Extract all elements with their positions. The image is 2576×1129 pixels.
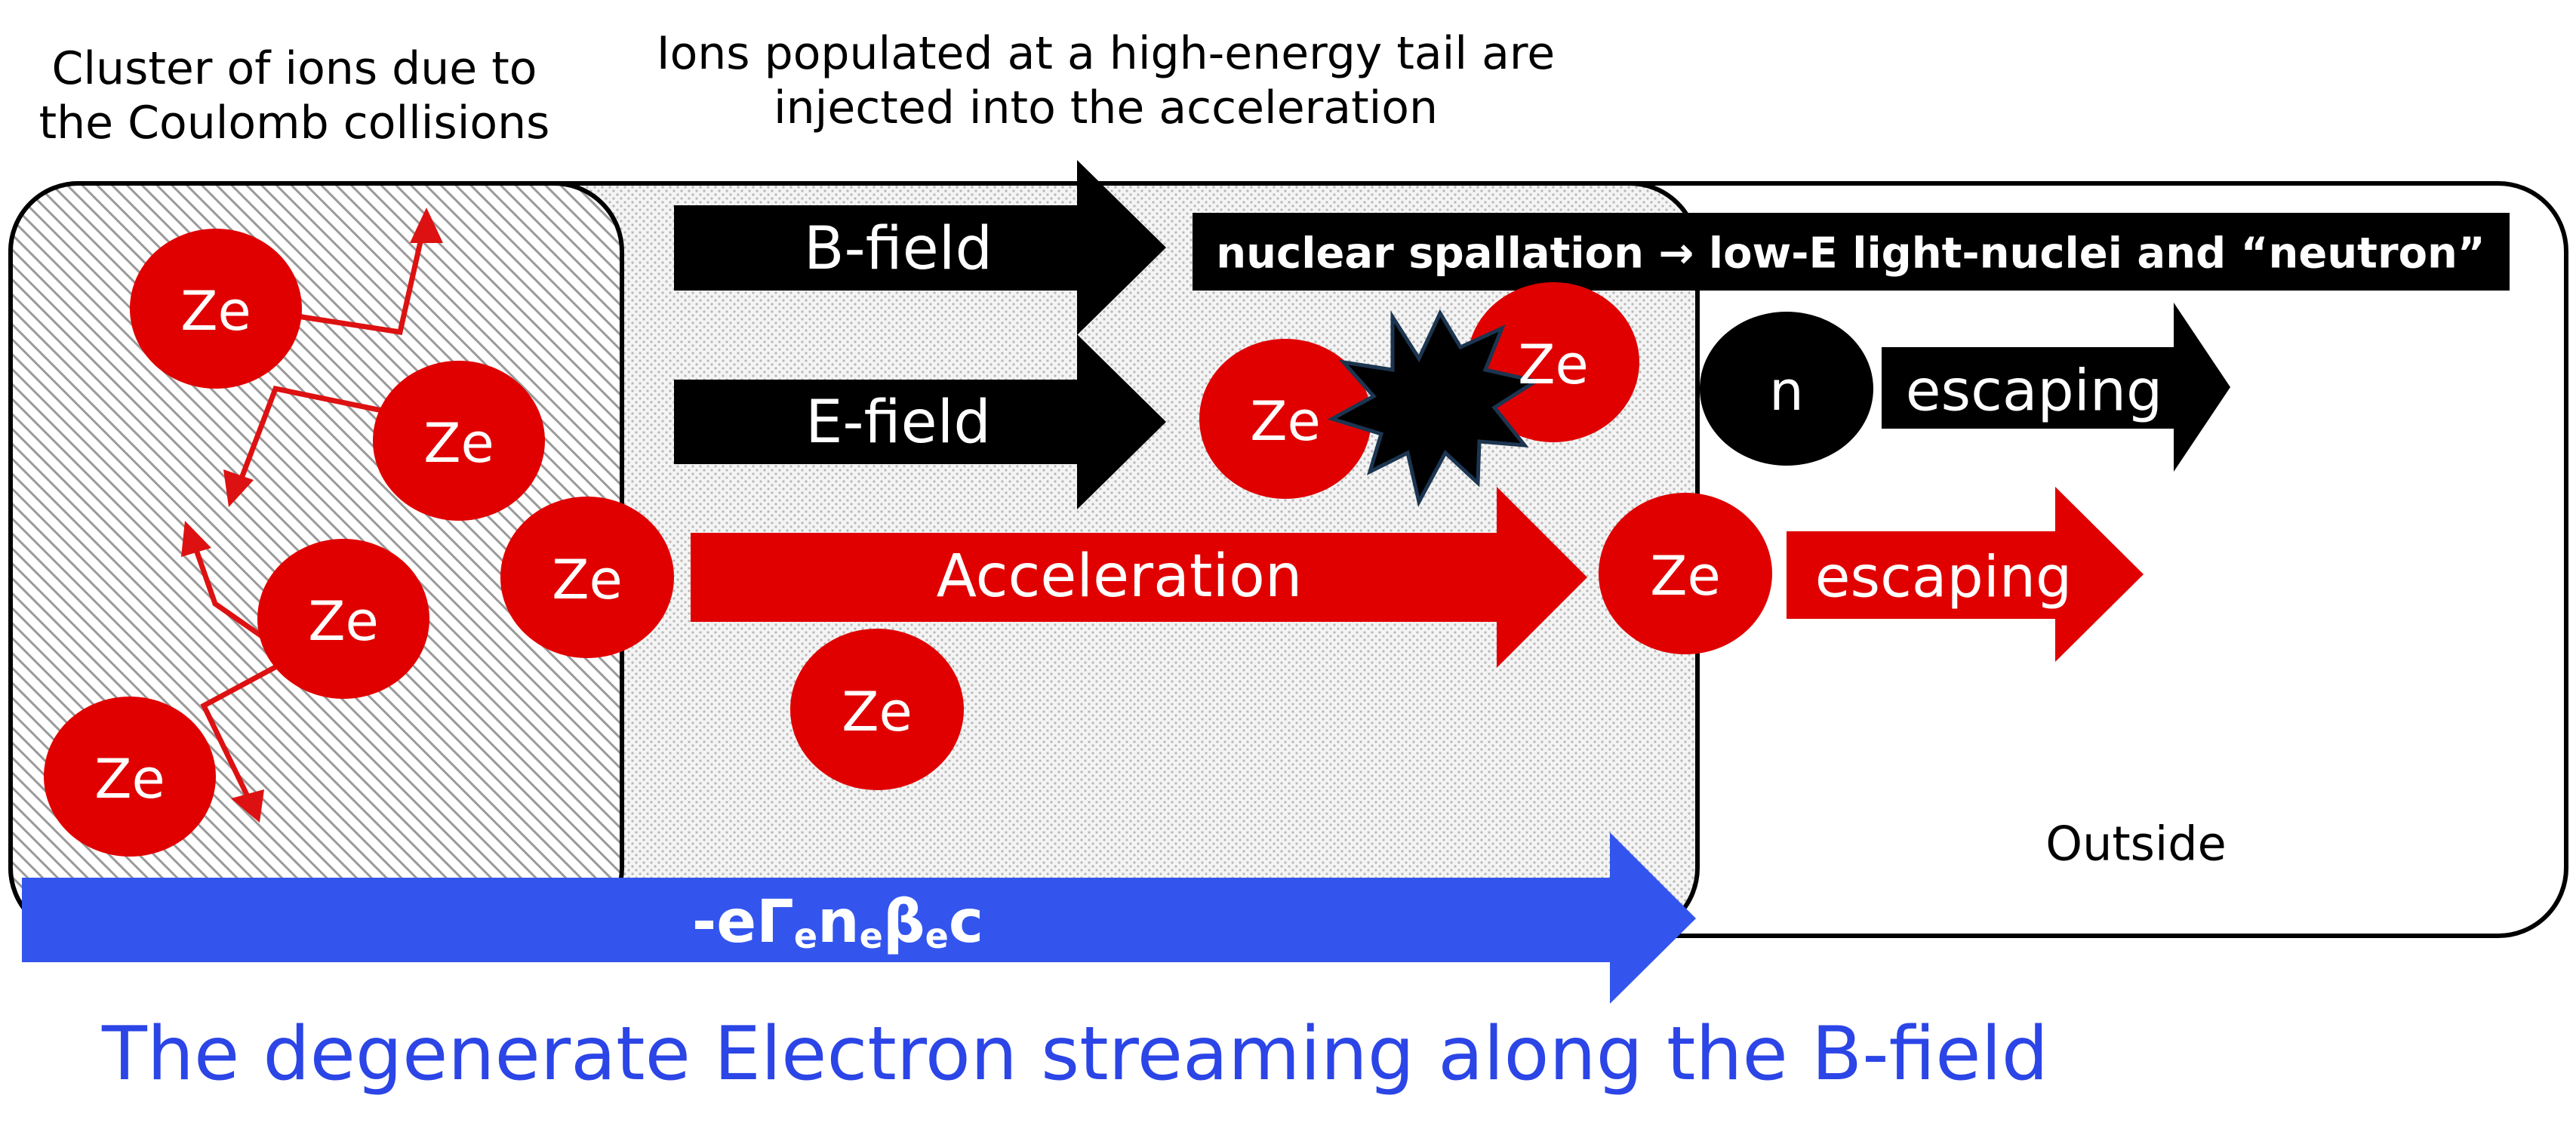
ion-cluster-2	[373, 361, 545, 521]
spallation-label: nuclear spallation → low-E light-nuclei …	[1216, 229, 2485, 278]
tail-caption-line1: Ions populated at a high-energy tail are	[656, 27, 1556, 80]
e-field-label: E-field	[805, 389, 991, 457]
neutron-label: n	[1769, 359, 1804, 423]
escaping-ion-label: escaping	[1815, 543, 2072, 611]
tail-caption-line2: injected into the acceleration	[773, 82, 1439, 134]
collision-burst	[1327, 309, 1541, 508]
electron-current-formula: -eΓeneβec	[692, 888, 983, 956]
ion-region-low-label: Ze	[842, 680, 913, 743]
collision-path-1	[252, 214, 429, 335]
acceleration-arrow	[691, 487, 1587, 668]
ions	[44, 229, 1772, 857]
ion-edge	[500, 497, 674, 658]
ion-cluster-4-label: Ze	[94, 747, 165, 811]
ion-spallation-2-label: Ze	[1518, 333, 1589, 396]
electron-stream-arrow	[22, 832, 1696, 1004]
cluster-caption-line2: the Coulomb collisions	[38, 97, 550, 149]
outside-label: Outside	[2045, 817, 2226, 872]
ion-cluster-4	[44, 697, 216, 857]
tail-caption: Ions populated at a high-energy tail are…	[634, 26, 1577, 135]
escaping-ion-arrow	[1787, 487, 2144, 662]
ion-spallation-1	[1199, 339, 1371, 499]
neutron	[1700, 312, 1873, 466]
cluster-caption-line1: Cluster of ions due to	[51, 42, 537, 95]
b-field-label: B-field	[804, 215, 993, 283]
ion-escaping-label: Ze	[1650, 544, 1721, 608]
bottom-caption: The degenerate Electron streaming along …	[102, 1011, 2049, 1097]
collision-path-4	[200, 650, 303, 817]
ion-cluster-1-label: Ze	[180, 279, 251, 343]
ion-cluster-2-label: Ze	[423, 411, 494, 475]
ion-cluster-1	[130, 229, 302, 389]
collision-path-2	[231, 385, 423, 500]
acceleration-label: Acceleration	[937, 543, 1303, 611]
escaping-neutron-arrow	[1882, 303, 2230, 472]
ion-cluster-3-label: Ze	[308, 589, 379, 653]
ion-escaping	[1599, 493, 1772, 654]
escaping-neutron-label: escaping	[1906, 357, 2162, 424]
spallation-banner	[1193, 213, 2510, 291]
ion-edge-label: Ze	[552, 548, 623, 611]
ion-spallation-2	[1467, 282, 1639, 442]
ion-spallation-1-label: Ze	[1250, 389, 1321, 453]
e-field-arrow	[674, 334, 1166, 509]
cluster-caption: Cluster of ions due to the Coulomb colli…	[30, 42, 559, 150]
b-field-arrow	[674, 160, 1166, 335]
ion-cluster-3	[257, 539, 429, 699]
ion-region-low	[790, 629, 964, 790]
